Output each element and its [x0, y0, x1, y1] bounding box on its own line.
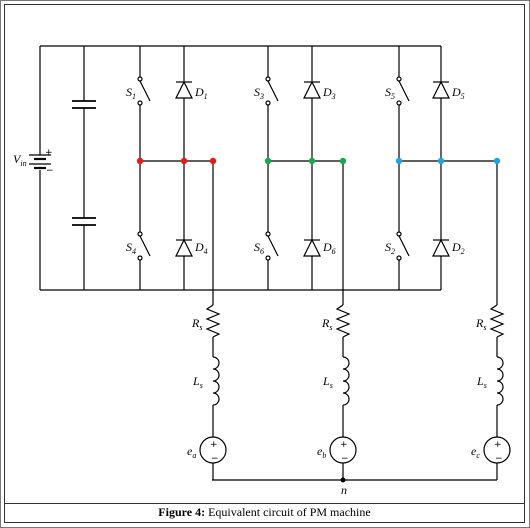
diode-upper-c-icon: [432, 80, 450, 99]
dc-source-icon: [29, 154, 51, 170]
diode-upper-a-icon: [175, 80, 193, 99]
figure-caption: Figure 4: Equivalent circuit of PM machi…: [4, 503, 525, 523]
node-c-0: [395, 157, 403, 165]
switch-lower-a-icon: [139, 235, 151, 257]
switch-label-lower-a: S4: [126, 240, 136, 256]
node-a-2: [209, 157, 217, 165]
switch-lower-c-icon: [398, 235, 410, 257]
node-c-1: [437, 157, 445, 165]
resistor-b-icon: [335, 304, 351, 338]
node-b-0: [264, 157, 272, 165]
diode-upper-b-icon: [303, 80, 321, 99]
inductor-c-icon: [496, 356, 504, 406]
resistor-label-c: Rs: [475, 316, 486, 332]
capacitor-bottom-icon: [72, 217, 96, 226]
emf-label-b: eb: [317, 444, 326, 460]
switch-label-upper-b: S3: [254, 85, 264, 101]
svg-text:+: +: [340, 440, 348, 450]
inductor-label-b: Ls: [322, 374, 333, 390]
svg-text:+: +: [210, 440, 218, 450]
emf-label-a: ea: [187, 444, 196, 460]
resistor-label-a: Rs: [191, 316, 202, 332]
diode-label-lower-b: D6: [322, 240, 336, 256]
source-plus-sign: +: [45, 148, 53, 158]
diode-lower-b-icon: [303, 238, 321, 257]
diode-label-lower-c: D2: [451, 240, 465, 256]
inverter-leg-a: +−: [137, 46, 227, 480]
svg-text:−: −: [495, 454, 503, 464]
inductor-a-icon: [212, 356, 220, 406]
svg-text:+: +: [494, 440, 502, 450]
diode-label-upper-c: D5: [451, 85, 465, 101]
inverter-leg-b: +−: [265, 46, 357, 480]
switch-upper-a-icon: [139, 80, 151, 102]
node-a-1: [180, 157, 188, 165]
diode-label-upper-b: D3: [322, 85, 336, 101]
resistor-a-icon: [205, 304, 221, 338]
diode-label-upper-a: D1: [194, 85, 208, 101]
resistor-label-b: Rs: [321, 316, 332, 332]
inductor-label-c: Ls: [476, 374, 487, 390]
diagram-border: [4, 4, 525, 504]
neutral-node: [340, 477, 346, 483]
resistor-c-icon: [489, 304, 505, 338]
node-b-2: [339, 157, 347, 165]
neutral-label: n: [341, 483, 347, 497]
capacitor-top-icon: [72, 100, 96, 109]
caption-text: Equivalent circuit of PM machine: [208, 505, 371, 519]
switch-label-lower-c: S2: [385, 240, 395, 256]
diode-label-lower-a: D4: [194, 240, 208, 256]
svg-text:−: −: [341, 454, 349, 464]
node-a-0: [136, 157, 144, 165]
switch-upper-b-icon: [267, 80, 279, 102]
svg-text:−: −: [211, 454, 219, 464]
switch-label-upper-c: S5: [385, 85, 395, 101]
node-b-1: [308, 157, 316, 165]
switch-upper-c-icon: [398, 80, 410, 102]
caption-label: Figure 4:: [158, 505, 206, 519]
switch-label-lower-b: S6: [254, 240, 264, 256]
inverter-leg-c: +−: [396, 46, 511, 480]
diode-lower-c-icon: [432, 238, 450, 257]
source-label: Vin: [13, 152, 27, 168]
inductor-label-a: Ls: [192, 374, 203, 390]
inductor-b-icon: [342, 356, 350, 406]
diode-lower-a-icon: [175, 238, 193, 257]
switch-lower-b-icon: [267, 235, 279, 257]
source-minus-sign: −: [46, 166, 54, 176]
switch-label-upper-a: S1: [126, 85, 136, 101]
node-c-2: [493, 157, 501, 165]
emf-label-c: ec: [471, 444, 480, 460]
